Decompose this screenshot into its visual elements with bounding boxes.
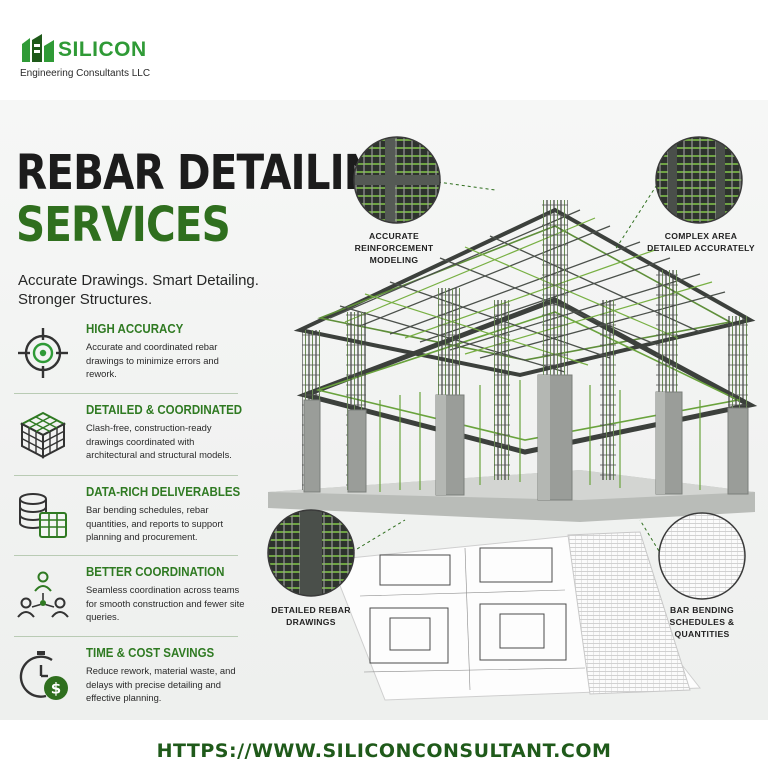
team-network-icon — [17, 571, 69, 618]
brand-subtitle: Engineering Consultants LLC — [20, 68, 151, 79]
feature-divider — [14, 555, 238, 556]
website-url-link[interactable]: HTTPS://WWW.SILICONCONSULTANT.COM — [156, 740, 612, 762]
tagline-line-2: Stronger Structures. — [18, 291, 153, 308]
feature-better-coordination: BETTER COORDINATION Seamless coordinatio… — [14, 565, 244, 647]
brand-name: SILICON — [58, 38, 147, 61]
feature-title: TIME & COST SAVINGS — [86, 646, 215, 660]
svg-text:$: $ — [51, 680, 61, 698]
header-band — [0, 0, 768, 100]
feature-high-accuracy: HIGH ACCURACY Accurate and coordinated r… — [14, 322, 240, 404]
3d-grid-cube-icon — [19, 411, 67, 459]
callout-complex-area: COMPLEX AREA DETAILED ACCURATELY — [647, 231, 755, 253]
feature-title: DETAILED & COORDINATED — [86, 403, 243, 417]
clock-dollar-icon: $ — [19, 651, 68, 700]
footer-band — [0, 720, 768, 768]
feature-title: DATA-RICH DELIVERABLES — [86, 485, 241, 499]
feature-divider — [14, 636, 238, 637]
callout-rebar-drawings: DETAILED REBAR DRAWINGS — [271, 605, 351, 627]
brand-logo[interactable]: SILICON Engineering Consultants LLC — [20, 30, 170, 82]
feature-description: Clash-free, construction-ready drawings … — [86, 422, 232, 460]
feature-time-cost-savings: $ TIME & COST SAVINGS Reduce rework, mat… — [14, 646, 240, 728]
logo-mark-icon — [22, 34, 54, 62]
headline-line-2: SERVICES — [16, 196, 231, 253]
tagline-line-1: Accurate Drawings. Smart Detailing. — [18, 272, 259, 289]
rebar-structure-illustration — [267, 136, 758, 701]
feature-title: HIGH ACCURACY — [86, 322, 184, 336]
feature-description: Seamless coordination across teams for s… — [86, 584, 245, 622]
feature-title: BETTER COORDINATION — [86, 565, 225, 579]
feature-divider — [14, 475, 238, 476]
feature-data-rich-deliverables: DATA-RICH DELIVERABLES Bar bending sched… — [14, 485, 240, 567]
feature-description: Reduce rework, material waste, and delay… — [86, 665, 236, 703]
database-table-icon — [19, 493, 67, 538]
feature-description: Bar bending schedules, rebar quantities,… — [86, 504, 224, 542]
feature-description: Accurate and coordinated rebar drawings … — [86, 341, 219, 379]
callout-bar-bending-schedules: BAR BENDING SCHEDULES & QUANTITIES — [669, 605, 735, 639]
target-icon — [18, 328, 68, 378]
feature-detailed-coordinated: DETAILED & COORDINATED Clash-free, const… — [14, 403, 243, 485]
feature-divider — [14, 393, 238, 394]
callout-reinforcement-modeling: ACCURATE REINFORCEMENT MODELING — [354, 231, 434, 265]
headline-line-1: REBAR DETAILING — [16, 144, 410, 201]
